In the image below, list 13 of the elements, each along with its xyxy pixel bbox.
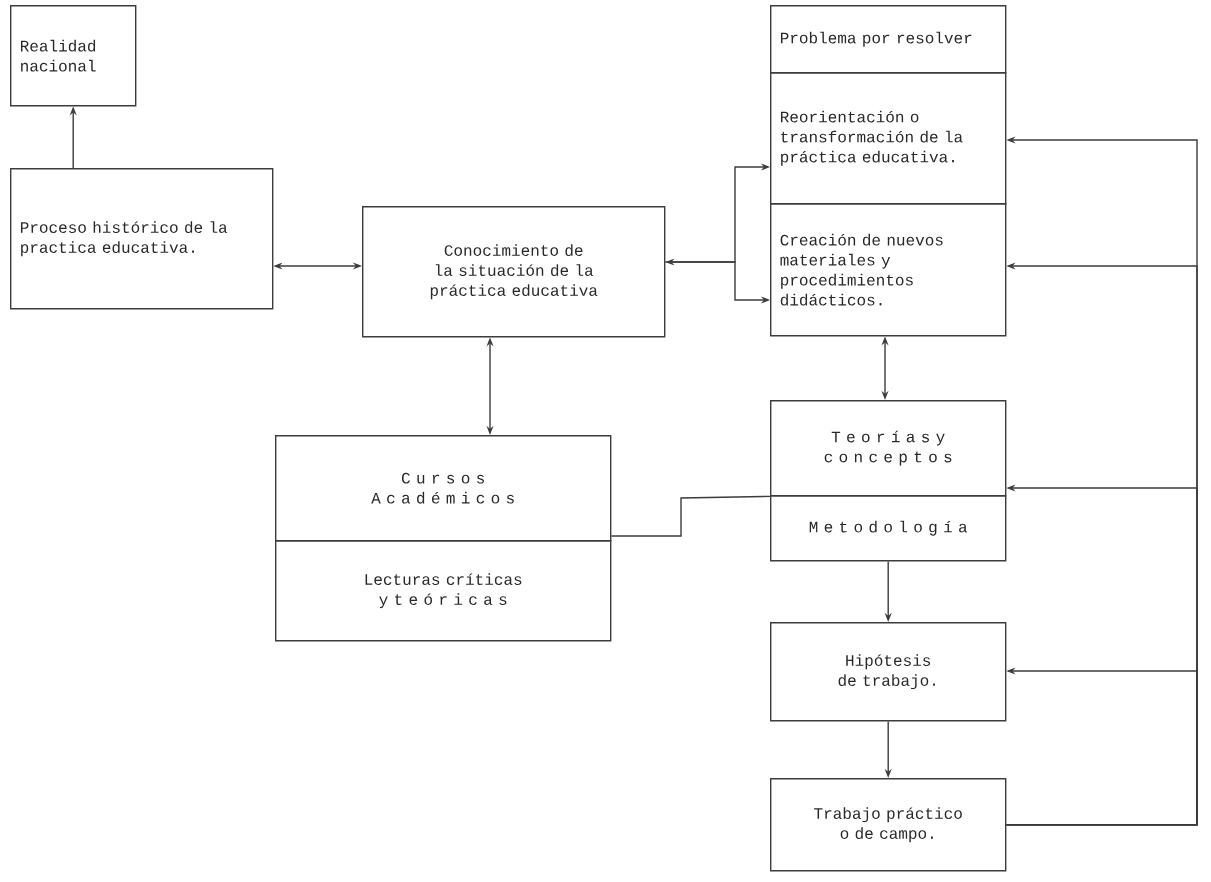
process-box: Trabajo práctico o de campo. <box>770 778 1007 872</box>
process-box: Reorientación o transformación de la práctica educativa. <box>770 72 1007 205</box>
process-box: C u r s o s A c a d é m i c o s <box>275 435 612 542</box>
process-box: Creación de nuevos materiales y procedimientos didácticos. <box>770 203 1007 337</box>
process-box: M e t o d o l o g í a <box>770 495 1007 562</box>
process-box: Problema por resolver <box>770 5 1007 74</box>
process-box: Conocimiento de la situación de la práctica educativa <box>362 206 666 338</box>
process-box: Realidad nacional <box>10 5 137 107</box>
process-box: Lecturas críticas y t e ó r i c a s <box>275 540 612 642</box>
connector-line <box>610 495 771 537</box>
process-box: Proceso histórico de la practica educativa. <box>10 168 274 310</box>
process-box: T e o r í a s y c o n c e p t o s <box>770 400 1007 497</box>
process-box: Hipótesis de trabajo. <box>770 622 1007 722</box>
